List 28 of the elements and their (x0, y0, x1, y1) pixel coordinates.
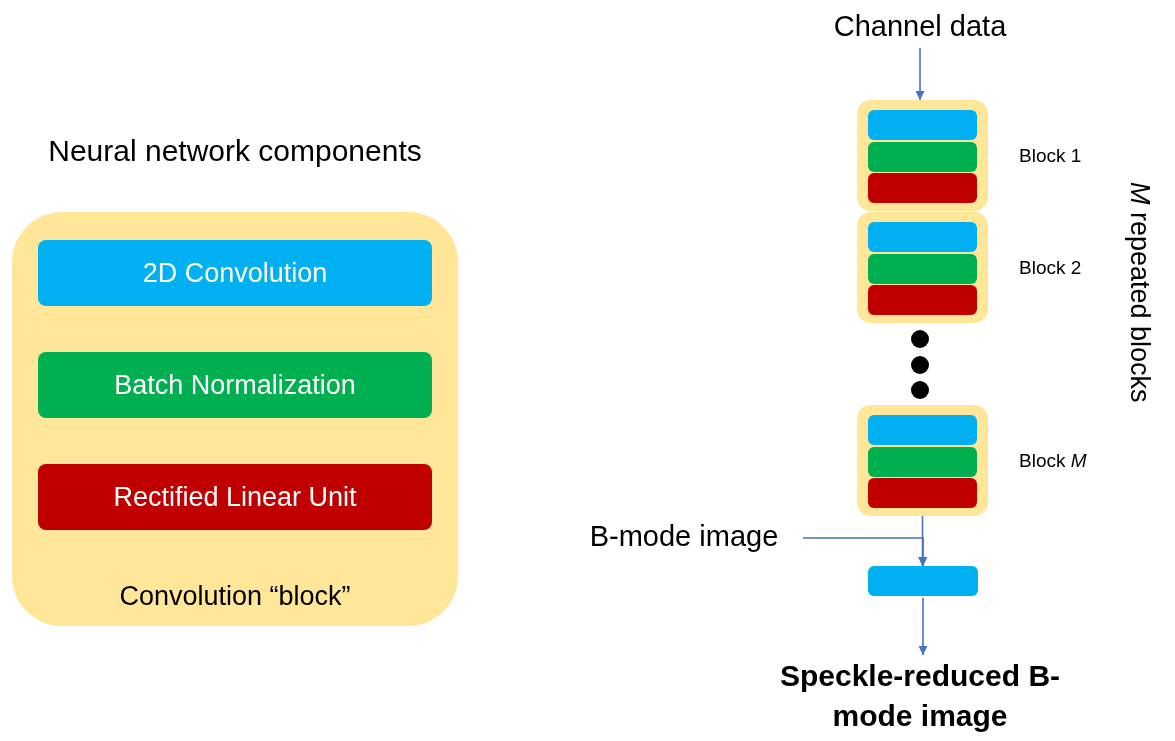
flow-text: Speckle-reduced B-mode image (740, 655, 1100, 737)
side-label: M repeated blocks (1124, 180, 1157, 405)
block-stack (857, 212, 988, 323)
panel-heading: Neural network components (47, 133, 423, 169)
layer-bar (868, 173, 977, 203)
layer-bar (868, 478, 977, 508)
block-label: Block 2 (1019, 255, 1082, 280)
layer-bar (868, 141, 977, 172)
block-stack (857, 405, 988, 516)
layer-bar (868, 566, 978, 596)
arrow (918, 597, 928, 656)
layer-bar: Batch Normalization (38, 352, 432, 418)
layer-bar (868, 415, 977, 445)
layer-bar: 2D Convolution (38, 240, 432, 306)
layer-bar (868, 446, 977, 477)
block-label: Block 1 (1019, 143, 1082, 168)
flow-text: Channel data (810, 6, 1030, 46)
arrow (802, 537, 928, 567)
layer-bar (868, 110, 977, 140)
block-stack (857, 100, 988, 211)
block-label: Block M (1019, 448, 1087, 473)
flow-text: B-mode image (570, 515, 798, 557)
layer-bar: Rectified Linear Unit (38, 464, 432, 530)
layer-bar (868, 285, 977, 315)
layer-bar (868, 253, 977, 284)
arrow (915, 47, 925, 101)
layer-bar (868, 222, 977, 252)
panel-caption: Convolution “block” (118, 580, 352, 613)
